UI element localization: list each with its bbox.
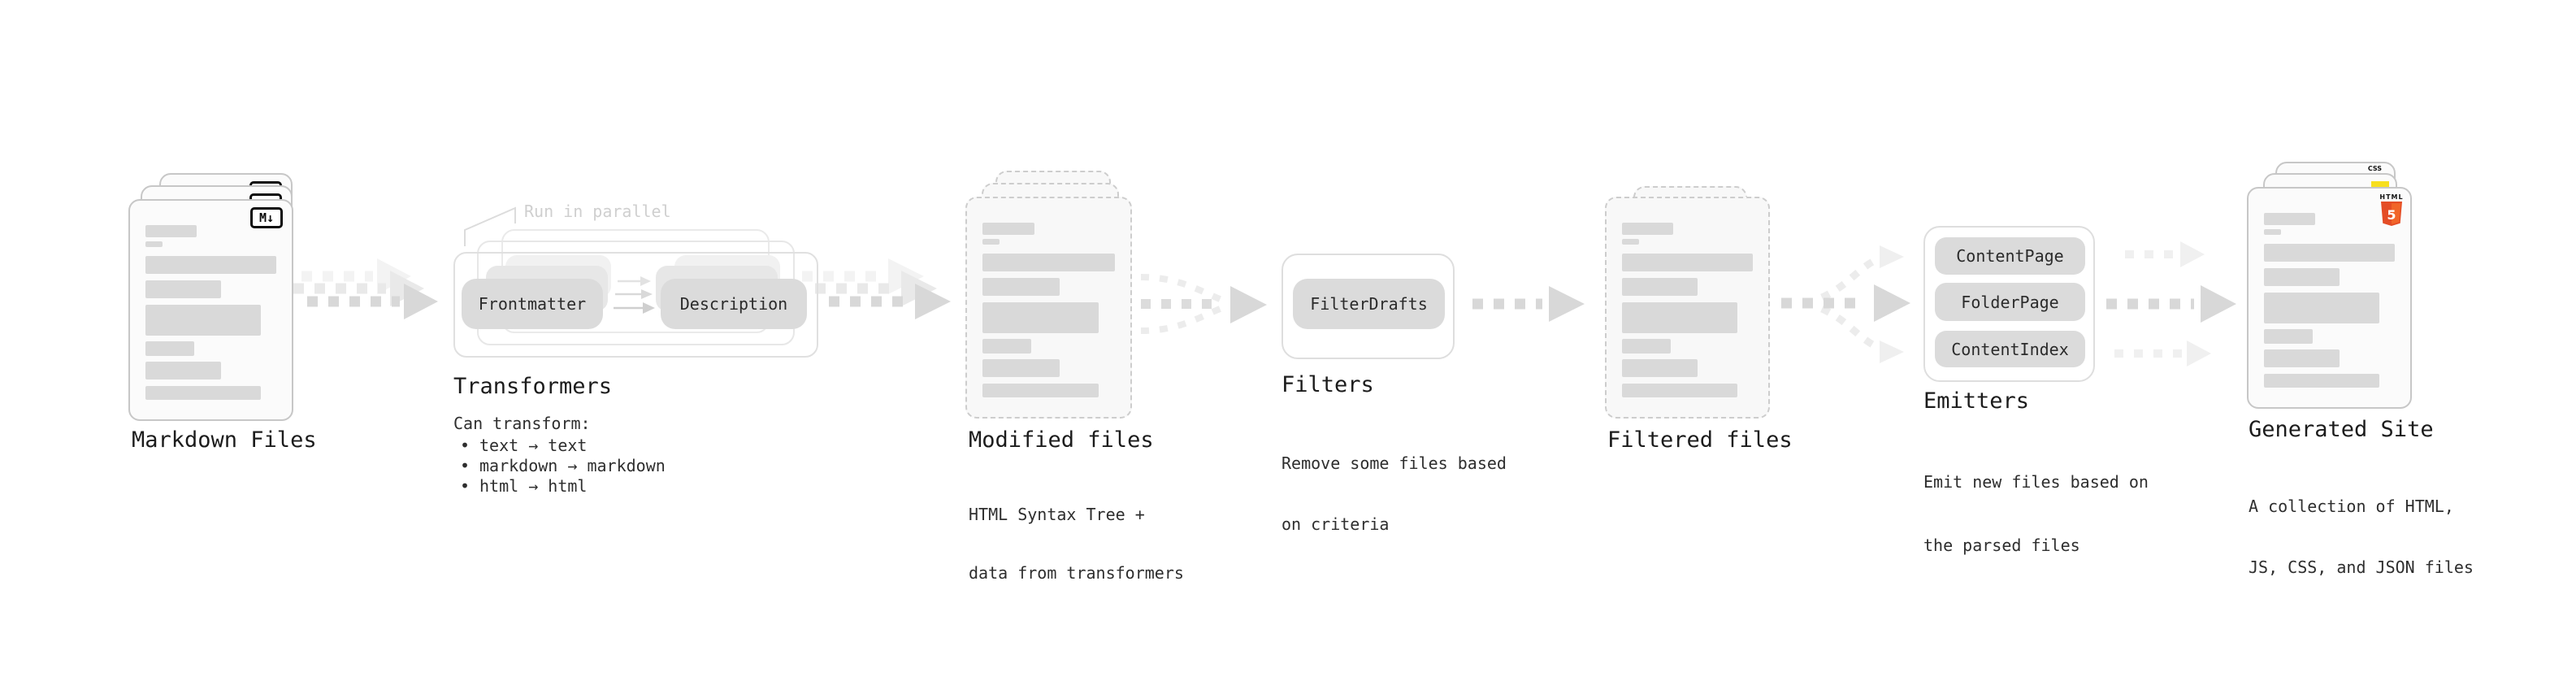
bullet-dot: •	[460, 456, 471, 475]
transformers-bullet-list: • text → text • markdown → markdown • html …	[460, 436, 666, 497]
html5-shield: 5	[2381, 202, 2402, 226]
desc-line: HTML Syntax Tree +	[969, 505, 1145, 524]
arrow-markdown-to-transformers	[280, 258, 438, 319]
run-in-parallel-leader-line	[464, 206, 516, 246]
node-label-filtered-files: Filtered files	[1607, 427, 1793, 453]
node-filters: FilterDrafts	[1281, 254, 1455, 359]
file-card: HTML 5	[2247, 187, 2412, 409]
pill-filterdrafts: FilterDrafts	[1293, 279, 1445, 329]
desc-line: Emit new files based on	[1923, 472, 2149, 492]
document-placeholder-lines	[1622, 198, 1753, 417]
document-placeholder-lines	[145, 201, 276, 419]
node-desc-emitters: Emit new files based on the parsed files	[1923, 429, 2149, 598]
pill-description: Description	[661, 279, 807, 329]
node-desc-transformers-title: Can transform:	[453, 414, 591, 433]
bullet-item: • text → text	[460, 436, 666, 456]
arrow-filtered-to-emitters	[1781, 245, 1910, 363]
document-placeholder-lines	[982, 198, 1115, 417]
node-markdown-files: M↓ M↓ M↓	[128, 161, 299, 429]
desc-line: on criteria	[1281, 514, 1390, 534]
desc-line: Remove some files based	[1281, 453, 1507, 473]
file-card-dashed	[1605, 197, 1770, 419]
bullet-text: html → html	[479, 476, 588, 496]
markdown-icon: M↓	[250, 207, 283, 228]
pill-frontmatter: Frontmatter	[462, 279, 603, 329]
run-in-parallel-annotation: Run in parallel	[524, 202, 671, 221]
arrow-filters-to-filtered	[1472, 286, 1585, 322]
pill-contentpage: ContentPage	[1935, 237, 2085, 275]
node-desc-filters: Remove some files based on criteria	[1281, 413, 1507, 575]
pill-folderpage: FolderPage	[1935, 283, 2085, 321]
file-card-dashed	[965, 197, 1132, 419]
html5-icon: HTML 5	[2379, 193, 2404, 229]
node-label-transformers: Transformers	[453, 374, 613, 399]
node-modified-files	[965, 158, 1136, 427]
arrow-modified-to-filters	[1140, 274, 1267, 334]
arrow-emitters-to-generated	[2106, 241, 2236, 367]
bullet-item: • html → html	[460, 476, 666, 497]
node-label-filters: Filters	[1281, 372, 1374, 397]
bullet-dot: •	[460, 436, 471, 455]
svg-text:5: 5	[2387, 207, 2396, 223]
transformer-pill-arrows	[614, 276, 655, 314]
node-label-modified-files: Modified files	[969, 427, 1154, 453]
node-desc-generated-site: A collection of HTML, JS, CSS, and JSON …	[2249, 456, 2474, 618]
node-label-generated-site: Generated Site	[2249, 417, 2434, 442]
desc-line: A collection of HTML,	[2249, 497, 2454, 516]
bullet-dot: •	[460, 476, 471, 496]
desc-line: data from transformers	[969, 563, 1184, 583]
node-emitters: ContentPage FolderPage ContentIndex	[1923, 226, 2095, 382]
arrow-transformers-to-modified	[802, 258, 951, 319]
node-label-emitters: Emitters	[1923, 388, 2030, 414]
pill-contentindex: ContentIndex	[1935, 331, 2085, 367]
bullet-text: text → text	[479, 436, 588, 455]
node-label-markdown-files: Markdown Files	[132, 427, 317, 453]
document-placeholder-lines	[2264, 189, 2395, 407]
node-filtered-files	[1605, 158, 1776, 427]
desc-line: the parsed files	[1923, 536, 2080, 555]
file-card: M↓	[128, 199, 293, 421]
bullet-item: • markdown → markdown	[460, 456, 666, 476]
node-desc-modified-files: HTML Syntax Tree + data from transformer…	[969, 466, 1184, 622]
desc-line: JS, CSS, and JSON files	[2249, 557, 2474, 577]
transformer-layer-box	[453, 252, 818, 358]
html5-word: HTML	[2379, 193, 2404, 201]
bullet-text: markdown → markdown	[479, 456, 666, 475]
node-generated-site: CSS HTML 5	[2247, 149, 2418, 417]
